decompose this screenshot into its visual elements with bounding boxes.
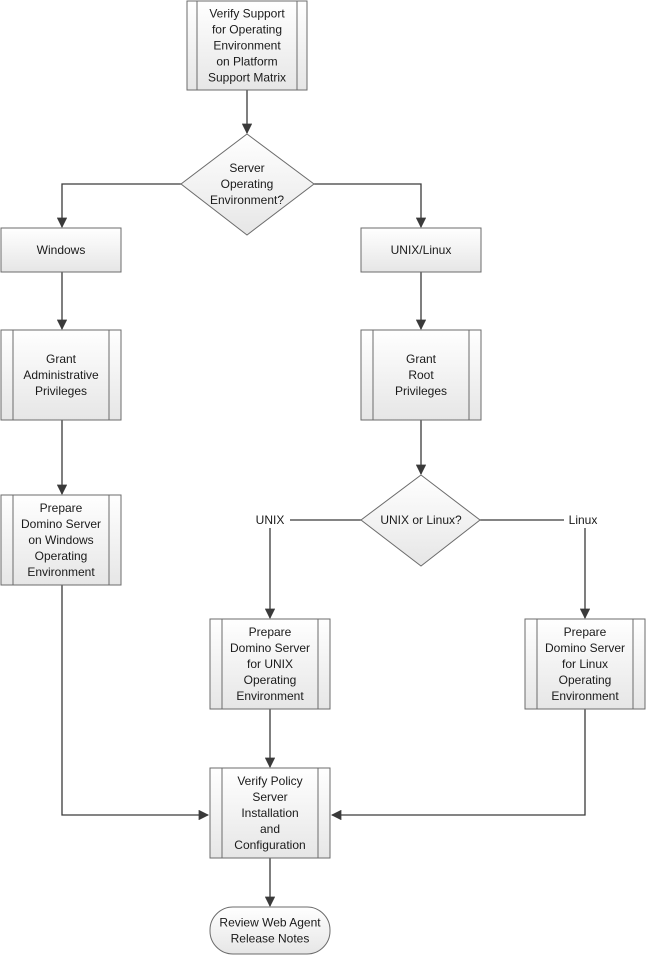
server-os-label-line: Operating: [221, 177, 274, 191]
prepare-windows-label-line: on Windows: [28, 533, 93, 547]
verify-policy-label-line: Verify Policy: [237, 774, 302, 788]
grant-root-label-line: Root: [408, 368, 434, 382]
prepare-windows-label-line: Prepare: [40, 501, 83, 515]
verify-support-label-line: on Platform: [216, 55, 277, 69]
grant-root-label-line: Privileges: [395, 384, 447, 398]
edge-decision-to-windows: [56, 183, 181, 229]
edge-label-unix: UNIX: [256, 513, 285, 527]
server-os-label-line: Server: [229, 161, 264, 175]
edge-decision-to-prepare-linux: [480, 519, 591, 620]
verify-policy-label-line: and: [260, 822, 280, 836]
prepare-unix-label-line: Operating: [244, 673, 297, 687]
unix-or-linux-label: UNIX or Linux?: [380, 513, 462, 527]
verify-support-label-line: for Operating: [212, 23, 282, 37]
review-notes-label-line: Release Notes: [231, 932, 310, 946]
grant-root-label-line: Grant: [406, 352, 437, 366]
verify-support-label-line: Support Matrix: [208, 71, 286, 85]
unix-linux-label: UNIX/Linux: [391, 243, 452, 257]
unix-or-linux-label-line: UNIX or Linux?: [380, 513, 462, 527]
edge-decision-to-unix-linux: [314, 183, 427, 229]
grant-admin-label-line: Administrative: [23, 368, 99, 382]
grant-admin-label-line: Grant: [46, 352, 77, 366]
edge-decision-to-prepare-unix: [264, 519, 361, 620]
edge-prepare-linux-to-verify-policy: [330, 709, 586, 821]
windows-label: Windows: [37, 243, 86, 257]
prepare-unix-label-line: Prepare: [249, 625, 292, 639]
prepare-unix-label-line: Domino Server: [230, 641, 310, 655]
unix-label-bg: [252, 512, 290, 528]
prepare-unix-label-line: Environment: [236, 689, 304, 703]
prepare-linux-label-line: Prepare: [564, 625, 607, 639]
node-windows: Windows: [0, 227, 122, 273]
prepare-windows-label-line: Operating: [35, 549, 88, 563]
prepare-linux-label-line: Operating: [559, 673, 612, 687]
server-os-label-line: Environment?: [210, 193, 284, 207]
prepare-windows-label-line: Environment: [27, 565, 95, 579]
prepare-linux-label-line: Domino Server: [545, 641, 625, 655]
grant-admin-label-line: Privileges: [35, 384, 87, 398]
prepare-windows-label-line: Domino Server: [21, 517, 101, 531]
prepare-linux-label-line: Environment: [551, 689, 619, 703]
node-unix-linux: UNIX/Linux: [360, 227, 482, 273]
windows-label-line: Windows: [37, 243, 86, 257]
verify-support-label-line: Verify Support: [209, 7, 285, 21]
review-notes-label-line: Review Web Agent: [219, 916, 321, 930]
edge-label-linux: Linux: [569, 513, 598, 527]
decision-unix-or-linux: UNIX or Linux?: [360, 474, 481, 567]
edge-prepare-windows-to-verify-policy: [61, 585, 210, 821]
verify-support-label-line: Environment: [213, 39, 281, 53]
verify-policy-label-line: Installation: [241, 806, 298, 820]
verify-policy-label-line: Configuration: [234, 838, 305, 852]
prepare-linux-label-line: for Linux: [562, 657, 608, 671]
unix-linux-label-line: UNIX/Linux: [391, 243, 452, 257]
verify-policy-label-line: Server: [252, 790, 287, 804]
prepare-unix-label-line: for UNIX: [247, 657, 293, 671]
linux-label-bg: [564, 512, 604, 528]
